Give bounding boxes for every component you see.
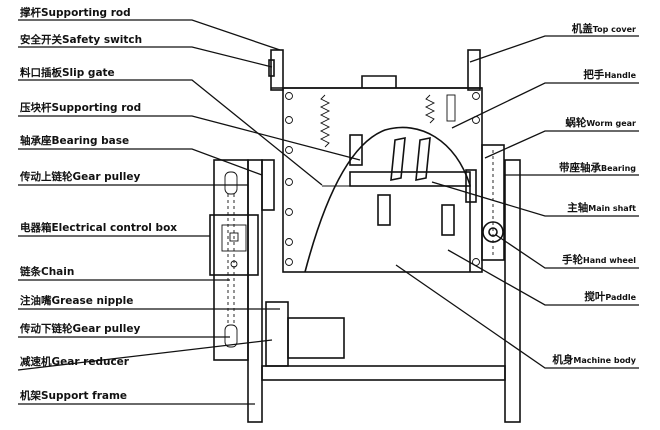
label-machine-body: 机身Machine body <box>552 353 636 366</box>
label-grease-nipple: 注油嘴Grease nipple <box>20 294 133 307</box>
upper-gear-pulley <box>224 171 238 195</box>
label-main-shaft: 主轴Main shaft <box>567 201 636 214</box>
label-bearing-base: 轴承座Bearing base <box>20 134 129 147</box>
label-bearing: 带座轴承Bearing <box>559 161 636 174</box>
label-worm-gear: 蜗轮Worm gear <box>565 116 636 129</box>
paddle-5 <box>441 204 455 236</box>
label-gear-pulley-lower: 传动下链轮Gear pulley <box>19 322 140 335</box>
cutaway <box>304 126 471 273</box>
paddle-3 <box>415 137 431 181</box>
label-paddle: 搅叶Paddle <box>584 290 636 303</box>
spring-right <box>424 94 436 124</box>
label-slip-gate: 料口插板Slip gate <box>20 66 115 79</box>
lower-gear-pulley <box>224 324 238 348</box>
left-labels: 撑杆Supporting rod 安全开关Safety switch 料口插板S… <box>19 6 177 402</box>
label-gear-pulley-upper: 传动上链轮Gear pulley <box>19 170 140 183</box>
label-chain: 链条Chain <box>19 265 74 278</box>
label-supporting-rod-2: 压块杆Supporting rod <box>20 101 141 114</box>
paddle-1 <box>349 134 363 166</box>
right-leader-lines <box>395 35 639 369</box>
control-panel <box>221 224 247 252</box>
label-handle: 把手Handle <box>583 68 636 81</box>
paddle-4 <box>377 194 391 226</box>
frame-crossbar <box>261 365 506 381</box>
safety-switch <box>268 59 275 77</box>
top-cover-side <box>467 49 481 91</box>
main-shaft <box>349 171 471 187</box>
latch <box>446 94 456 122</box>
frame-left <box>247 159 263 423</box>
label-top-cover: 机盖Top cover <box>572 22 636 35</box>
label-gear-reducer: 减速机Gear reducer <box>20 355 130 368</box>
bearing-base <box>261 159 275 211</box>
chain-guard <box>213 159 249 361</box>
label-supporting-rod: 撑杆Supporting rod <box>20 6 131 19</box>
motor <box>287 317 345 359</box>
worm-gear-housing <box>481 144 505 261</box>
hand-wheel <box>482 221 504 243</box>
frame-right <box>504 159 521 423</box>
label-electrical-control-box: 电器箱Electrical control box <box>20 221 177 234</box>
right-labels: 机盖Top cover 把手Handle 蜗轮Worm gear 带座轴承Bea… <box>552 22 636 366</box>
spring-left <box>319 94 331 148</box>
handle <box>361 75 397 88</box>
electrical-control-box <box>209 214 259 276</box>
machine-drawing <box>209 49 521 423</box>
label-safety-switch: 安全开关Safety switch <box>20 33 142 46</box>
label-support-frame: 机架Support frame <box>20 389 127 402</box>
gear-reducer <box>265 301 289 367</box>
left-leader-lines <box>17 19 361 405</box>
paddle-2 <box>390 137 406 181</box>
bearing <box>465 169 477 203</box>
bolts <box>285 92 480 266</box>
label-hand-wheel: 手轮Hand wheel <box>562 253 636 266</box>
top-cover <box>270 49 284 91</box>
